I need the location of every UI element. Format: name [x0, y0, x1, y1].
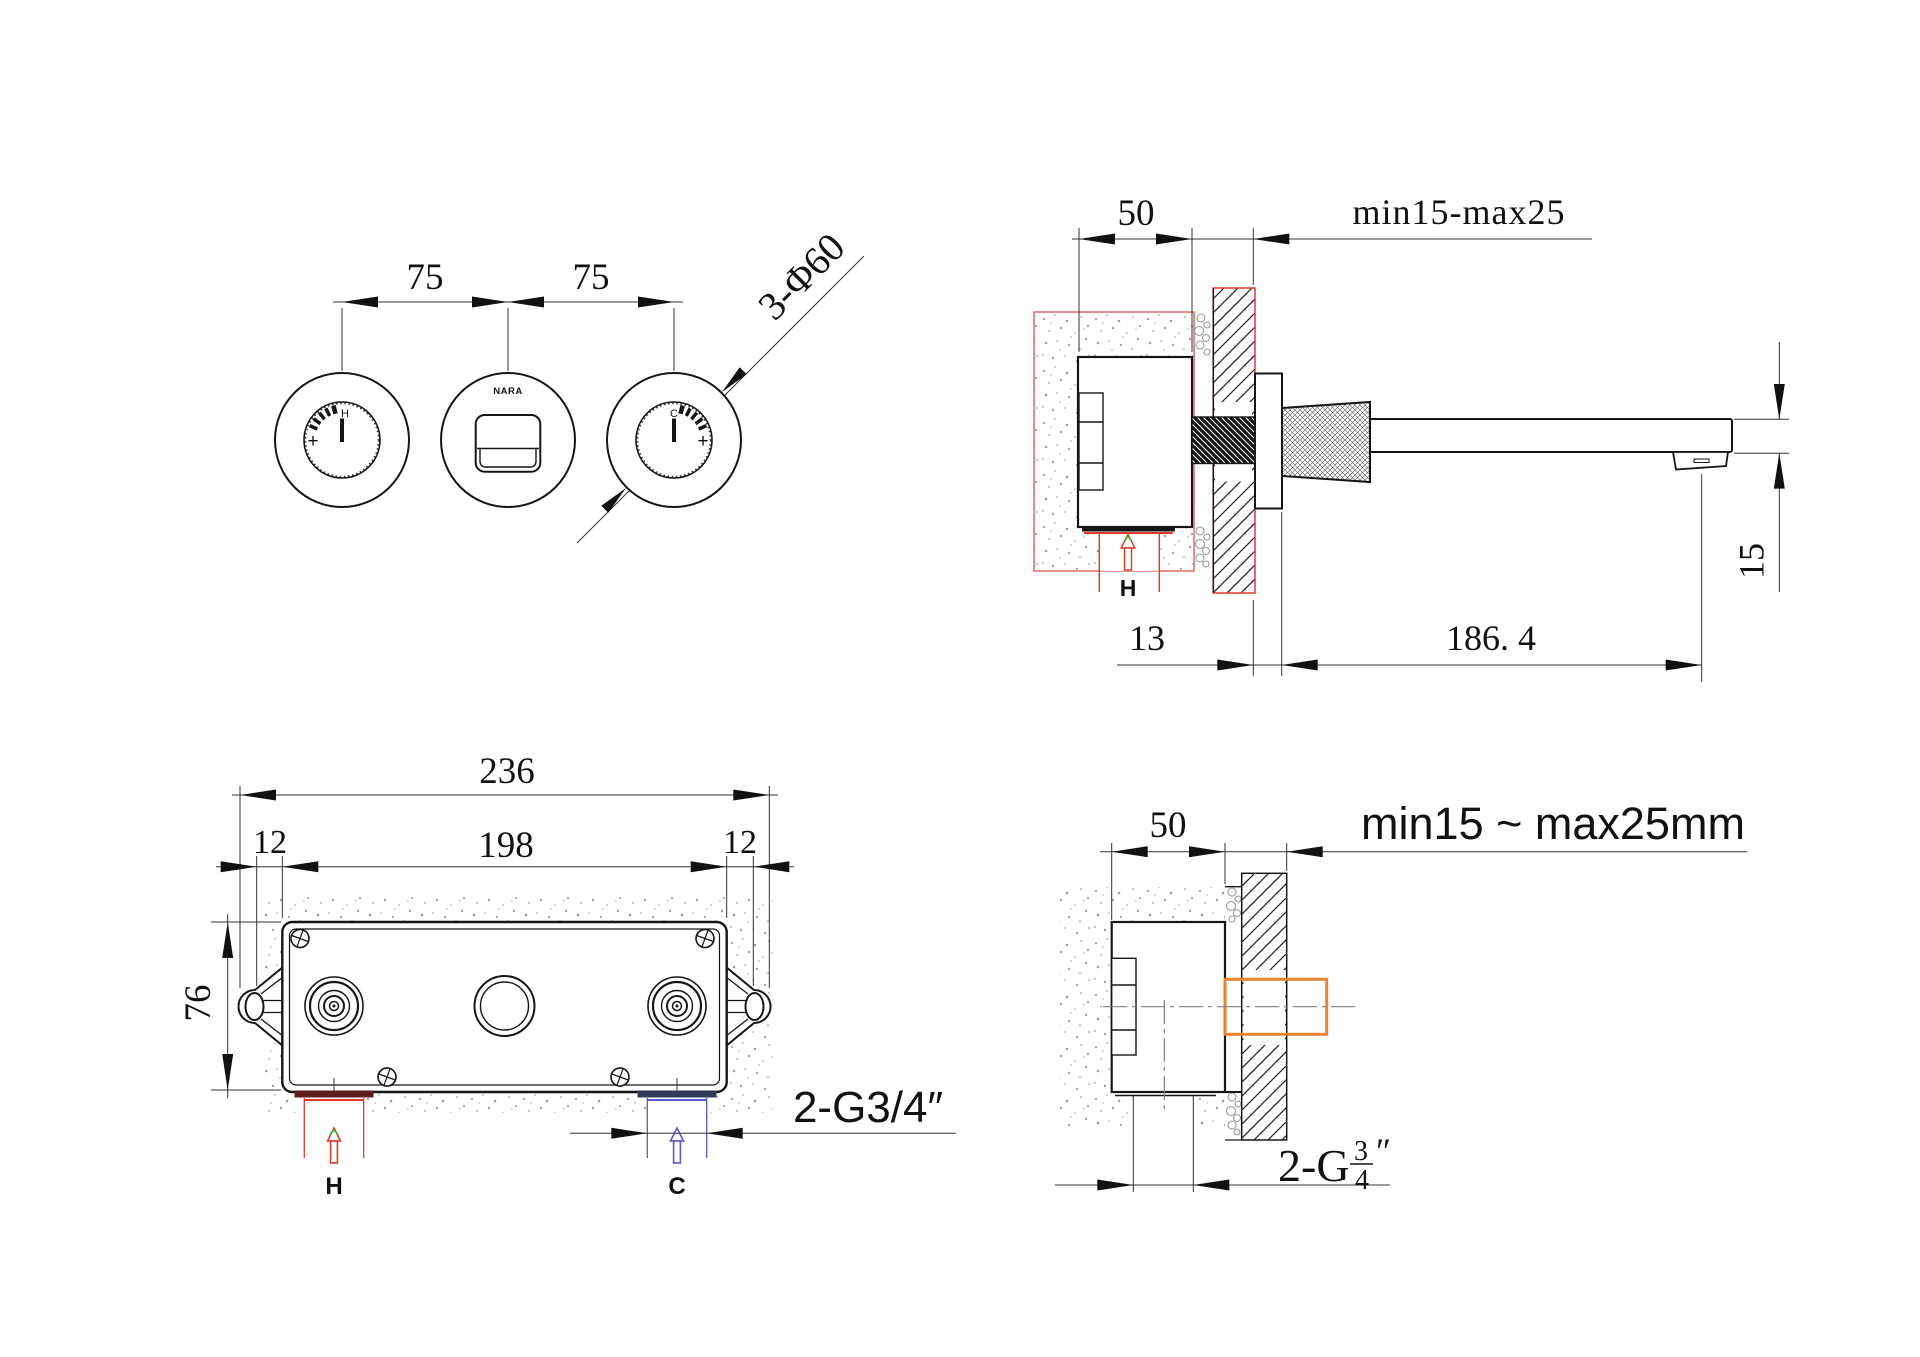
hot-port-seat	[294, 1090, 374, 1098]
hot-supply-marks	[1098, 532, 1161, 592]
arrowhead	[1079, 233, 1115, 245]
arrowhead	[1665, 659, 1702, 671]
arrowhead	[472, 296, 508, 308]
arrowhead	[1773, 384, 1785, 420]
cold-mark: C	[670, 408, 678, 420]
cold-label: C	[668, 1173, 685, 1200]
spout-tube	[1369, 418, 1733, 453]
paddle-handle	[474, 414, 542, 473]
paddle-lip	[479, 448, 537, 468]
cold-port	[647, 976, 707, 1097]
knob-knurl	[303, 401, 381, 479]
brand-logo: NARA	[493, 386, 522, 397]
dim-76: 76	[178, 985, 219, 1022]
green-tick	[1123, 535, 1133, 542]
knob-ticks	[308, 405, 338, 431]
bottom-dim-lines	[1117, 474, 1703, 682]
mounting-wing-left	[237, 964, 284, 1049]
wing-inner-edge	[260, 976, 284, 995]
center-port	[473, 975, 536, 1037]
wing-slot	[744, 992, 765, 1021]
dim-15: 15	[1732, 543, 1772, 579]
thread-numerator: 3	[1354, 1136, 1368, 1167]
mortar-bubbles	[1225, 887, 1242, 1136]
dim-range: min15 ~ max25mm	[1361, 798, 1745, 849]
arrowhead	[1156, 233, 1192, 245]
thread-callout: 2-G3/4″	[793, 1083, 943, 1132]
cold-flow-shaft	[672, 1140, 682, 1164]
aerator-notch	[1693, 458, 1710, 463]
cold-port-seat	[637, 1090, 717, 1098]
thread-prefix: 2-G	[1278, 1140, 1350, 1191]
mortar-bubbles	[1193, 313, 1211, 568]
green-tick	[329, 1128, 339, 1135]
valve-seat	[1082, 527, 1175, 532]
dim-75-right: 75	[573, 257, 610, 298]
arrowhead	[638, 296, 674, 308]
knob-knurl	[635, 401, 713, 479]
arrowhead	[722, 367, 747, 392]
width-dim-arrows	[220, 789, 790, 1139]
wing-slot	[244, 992, 265, 1021]
spout-flange	[1254, 372, 1283, 510]
arrowhead	[1281, 659, 1318, 671]
dim-75-arrows	[342, 296, 674, 308]
screw	[290, 928, 310, 949]
dim-50: 50	[1118, 193, 1155, 234]
spout-knurled-nut	[1281, 400, 1371, 484]
dim-12-left: 12	[253, 824, 287, 861]
dim-arrows	[1097, 846, 1323, 1191]
mounting-wing-right	[725, 964, 772, 1049]
wall-hole-top	[1215, 402, 1252, 419]
arrowhead	[1773, 453, 1785, 489]
thread-suffix: ″	[1376, 1131, 1391, 1171]
view-spout-section: 50 min15-max25 15 13 186. 4 H	[1033, 192, 1789, 682]
valve-ports-column	[1078, 392, 1104, 491]
hot-label: H	[1120, 575, 1137, 601]
dim-range: min15-max25	[1353, 192, 1566, 232]
hot-flow-shaft	[1123, 547, 1133, 571]
hot-mark: H	[341, 408, 349, 420]
wing-inner-edge	[260, 1018, 284, 1037]
screw	[377, 1067, 397, 1087]
dim-13: 13	[1129, 618, 1165, 658]
arrowhead	[342, 296, 378, 308]
dim-186: 186. 4	[1446, 618, 1536, 658]
view-roughin-front: H C 236 198	[178, 751, 956, 1200]
screw	[610, 1067, 630, 1087]
wing-inner-edge	[725, 976, 749, 995]
roughin-box-inner	[288, 928, 721, 1086]
cold-supply-marks	[646, 1098, 708, 1164]
diverter-control: NARA	[440, 372, 576, 508]
arrowhead	[508, 296, 544, 308]
plus-mark: +	[697, 431, 708, 452]
dim-75-left: 75	[407, 257, 444, 298]
dim-50: 50	[1150, 805, 1187, 846]
hot-port	[304, 976, 364, 1097]
hot-knob: H +	[274, 372, 410, 508]
threaded-shank	[1191, 416, 1256, 465]
screws	[290, 928, 715, 1087]
wall-hole	[1243, 970, 1285, 1045]
dim-236: 236	[479, 751, 535, 792]
hot-label: H	[325, 1173, 342, 1200]
arrowhead	[1253, 233, 1290, 245]
arrowhead	[601, 488, 626, 513]
plus-mark: +	[307, 431, 318, 452]
cold-knob: C +	[606, 372, 742, 508]
hot-flow-shaft	[329, 1140, 339, 1164]
pipe-chase	[1133, 1092, 1194, 1128]
view-roughin-section: 50 min15 ~ max25mm 2-G 3 4 ″	[1055, 798, 1747, 1196]
dim-12-right: 12	[723, 824, 757, 861]
wing-inner-edge	[725, 1018, 749, 1037]
dim-198: 198	[478, 825, 534, 866]
screw	[695, 928, 715, 949]
knob-ticks	[678, 405, 708, 431]
wall-hole-bottom	[1215, 463, 1252, 482]
thread-callout: 2-G 3 4 ″	[1278, 1131, 1391, 1196]
arrowhead	[1217, 659, 1254, 671]
thread-denominator: 4	[1355, 1165, 1369, 1196]
